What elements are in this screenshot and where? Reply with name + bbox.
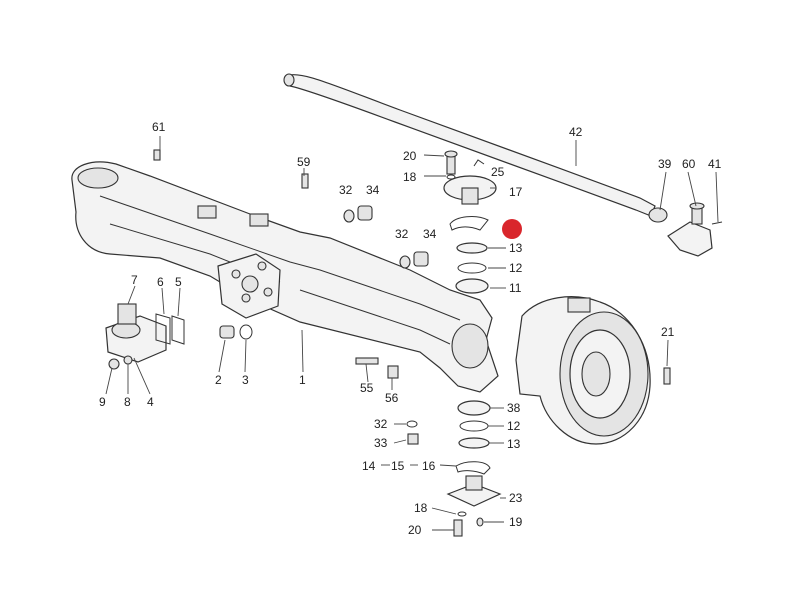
label-32b: 32: [395, 227, 409, 241]
label-61: 61: [152, 120, 166, 134]
label-38: 38: [507, 401, 521, 415]
label-34a: 34: [366, 183, 380, 197]
part-labels: 61 59 32 34 20 25 18 17 42 39 60 41 32 3…: [99, 120, 722, 537]
leader-lines: [105, 136, 719, 531]
label-2: 2: [215, 373, 222, 387]
label-59: 59: [297, 155, 311, 169]
label-41: 41: [708, 157, 722, 171]
label-33: 33: [374, 436, 388, 450]
wheel-hub-part: [515, 296, 651, 445]
label-19: 19: [509, 515, 523, 529]
label-8: 8: [124, 395, 131, 409]
label-14: 14: [362, 459, 376, 473]
label-55: 55: [360, 381, 374, 395]
label-21: 21: [661, 325, 675, 339]
label-18b: 18: [414, 501, 428, 515]
label-32c: 32: [374, 417, 388, 431]
flange-part: [105, 303, 185, 370]
label-13b: 13: [507, 437, 521, 451]
label-15: 15: [391, 459, 405, 473]
red-dot-marker-icon: [502, 219, 522, 239]
label-1: 1: [299, 373, 306, 387]
label-3: 3: [242, 373, 249, 387]
lower-kingpin-stack: [355, 357, 671, 537]
label-60: 60: [682, 157, 696, 171]
label-20a: 20: [403, 149, 417, 163]
label-32a: 32: [339, 183, 353, 197]
tie-rod-end-part: [667, 202, 723, 257]
label-9: 9: [99, 395, 106, 409]
label-42: 42: [569, 125, 583, 139]
label-25: 25: [491, 165, 505, 179]
label-18a: 18: [403, 170, 417, 184]
label-16: 16: [422, 459, 436, 473]
label-56: 56: [385, 391, 399, 405]
seal-parts: [153, 149, 309, 340]
label-5: 5: [175, 275, 182, 289]
label-7: 7: [131, 273, 138, 287]
axle-housing-part: [71, 161, 499, 393]
label-4: 4: [147, 395, 154, 409]
label-39: 39: [658, 157, 672, 171]
label-17: 17: [509, 185, 523, 199]
label-12b: 12: [507, 419, 521, 433]
tie-rod-part: [283, 73, 668, 223]
label-6: 6: [157, 275, 164, 289]
label-11: 11: [509, 281, 522, 295]
label-20b: 20: [408, 523, 422, 537]
label-34b: 34: [423, 227, 437, 241]
label-23: 23: [509, 491, 523, 505]
label-13a: 13: [509, 241, 523, 255]
label-12a: 12: [509, 261, 523, 275]
